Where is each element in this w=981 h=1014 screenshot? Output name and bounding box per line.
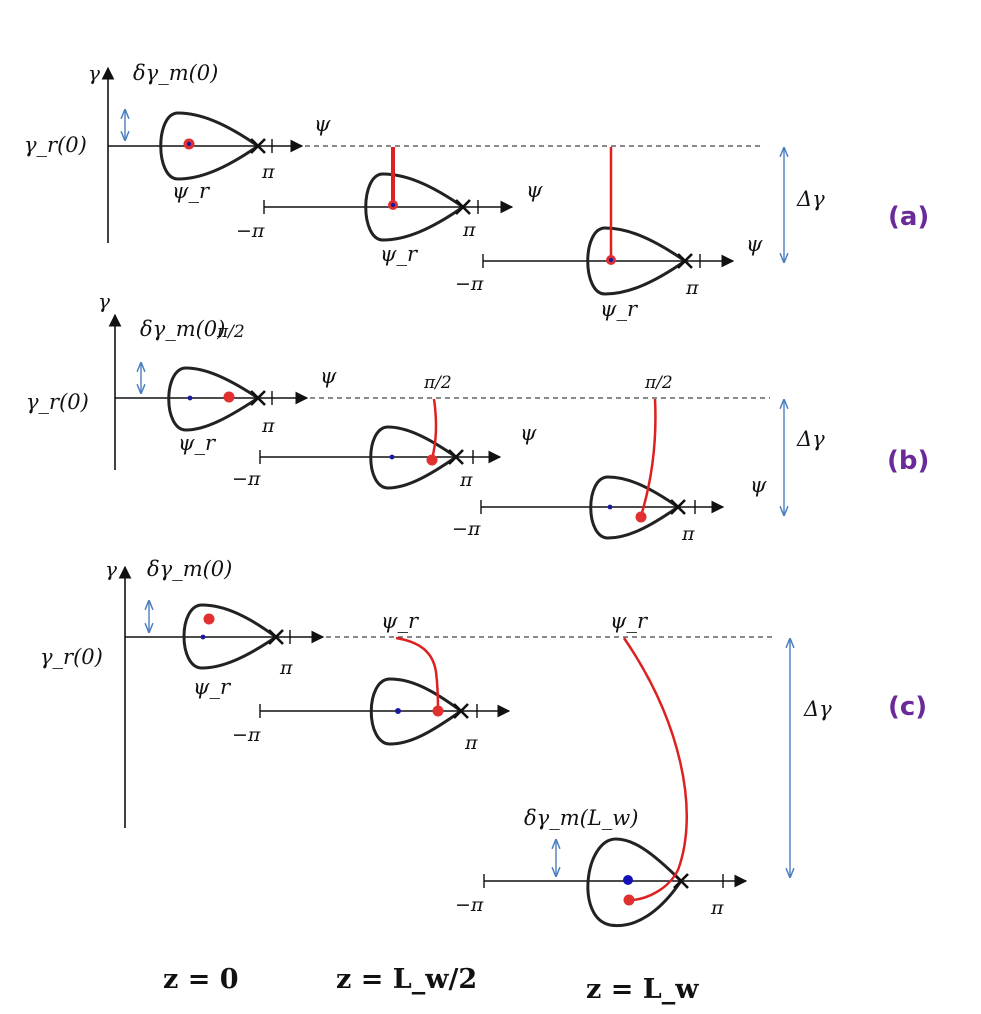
separatrix-bucket (364, 172, 466, 242)
panel-b-label: (b) (887, 446, 929, 476)
delta-gamma-mLw-label: δγ_m(L_w) (524, 806, 638, 830)
particle-dot (635, 511, 647, 523)
particle-trajectory (395, 636, 440, 711)
delta-gamma-m0-label: δγ_m(0) (140, 317, 225, 341)
resonant-phase-dot (395, 708, 401, 714)
separatrix-bucket (369, 677, 464, 746)
z-half-label: z = L_w/2 (336, 964, 477, 995)
resonant-phase-dot (187, 395, 193, 401)
resonant-phase-dot (623, 875, 633, 885)
particle-trajectory (622, 637, 688, 902)
x-point (250, 138, 266, 154)
psi-r-label: ψ_r (193, 675, 232, 699)
resonant-phase-dot (186, 141, 192, 147)
separatrix-bucket (159, 111, 261, 181)
x-point (453, 703, 469, 719)
position-labels: z = 0 z = L_w/2 z = L_w (163, 964, 699, 1005)
separatrix-bucket (182, 603, 279, 670)
psi-r-label: ψ_r (600, 297, 639, 321)
separatrix-bucket (586, 837, 683, 928)
pi-label: π (685, 277, 699, 299)
panel-c: γ δγ_m(0) γ_r(0) π ψ_r ψ_r −π π ψ_ (40, 557, 927, 928)
delta-gamma-m0-label: δγ_m(0) (133, 61, 218, 85)
gamma-axis-label: γ (105, 557, 117, 581)
particle-trajectory (639, 398, 657, 517)
panel-c-label: (c) (888, 692, 927, 722)
pi-label: π (710, 897, 724, 919)
delta-gamma-label: Δγ (796, 187, 825, 211)
psi-axis-label: ψ (746, 232, 763, 256)
resonant-phase-dot (608, 257, 614, 263)
psi-axis-label: ψ (314, 112, 331, 136)
x-point (268, 629, 284, 645)
pi-label: π (459, 469, 473, 491)
delta-gamma-label: Δγ (803, 697, 832, 721)
particle-trajectory (430, 398, 438, 460)
gamma-r0-label: γ_r(0) (24, 133, 87, 157)
particle-dot (426, 454, 438, 466)
gamma-axis-label: γ (98, 289, 110, 313)
separatrix-bucket (589, 475, 681, 540)
minus-pi-label: −π (455, 273, 484, 295)
psi-r-label: ψ_r (178, 431, 217, 455)
particle-dot (623, 894, 635, 906)
gamma-r0-label: γ_r(0) (26, 390, 89, 414)
x-point (455, 199, 471, 215)
pi-label: π (462, 219, 476, 241)
pi-label: π (279, 657, 293, 679)
pi-label: π (261, 161, 275, 183)
pi-label: π (464, 732, 478, 754)
pi-over-2-label: π/2 (423, 373, 452, 393)
minus-pi-label: −π (236, 220, 265, 242)
z-full-label: z = L_w (586, 974, 699, 1005)
x-point (448, 449, 464, 465)
delta-gamma-m0-label: δγ_m(0) (147, 557, 232, 581)
particle-dot (223, 391, 235, 403)
pi-label: π (681, 523, 695, 545)
psi-axis-label: ψ (520, 421, 537, 445)
minus-pi-label: −π (232, 724, 261, 746)
panel-a-label: (a) (888, 202, 929, 232)
x-point (677, 253, 693, 269)
psi-axis-label: ψ (320, 364, 337, 388)
gamma-r0-label: γ_r(0) (40, 645, 103, 669)
resonant-phase-dot (389, 454, 395, 460)
pi-label: π (261, 415, 275, 437)
resonant-phase-dot (200, 634, 206, 640)
psi-axis-label: ψ (750, 473, 767, 497)
psi-r-label: ψ_r (610, 609, 649, 633)
psi-r-label: ψ_r (172, 179, 211, 203)
minus-pi-label: −π (455, 894, 484, 916)
panel-b: γ δγ_m(0) π/2 γ_r(0) ψ π ψ_r π/2 ψ −π π (26, 289, 929, 545)
x-point (670, 499, 686, 515)
delta-gamma-label: Δγ (796, 427, 825, 451)
panel-a: γ δγ_m(0) γ_r(0) ψ π ψ_r ψ −π π ψ_r (24, 61, 929, 321)
separatrix-bucket (167, 366, 261, 432)
pi-over-2-label: π/2 (216, 322, 245, 342)
x-point (673, 873, 689, 889)
resonant-phase-dot (390, 202, 396, 208)
separatrix-bucket (369, 425, 459, 490)
z-zero-label: z = 0 (163, 964, 239, 995)
separatrix-bucket (586, 226, 688, 296)
particle-dot (432, 705, 444, 717)
psi-axis-label: ψ (526, 178, 543, 202)
x-point (250, 390, 266, 406)
particle-dot (203, 613, 215, 625)
psi-r-label: ψ_r (381, 609, 420, 633)
gamma-axis-label: γ (88, 61, 100, 85)
minus-pi-label: −π (232, 468, 261, 490)
resonant-phase-dot (607, 504, 613, 510)
pi-over-2-label: π/2 (644, 373, 673, 393)
psi-r-label: ψ_r (380, 242, 419, 266)
minus-pi-label: −π (452, 518, 481, 540)
